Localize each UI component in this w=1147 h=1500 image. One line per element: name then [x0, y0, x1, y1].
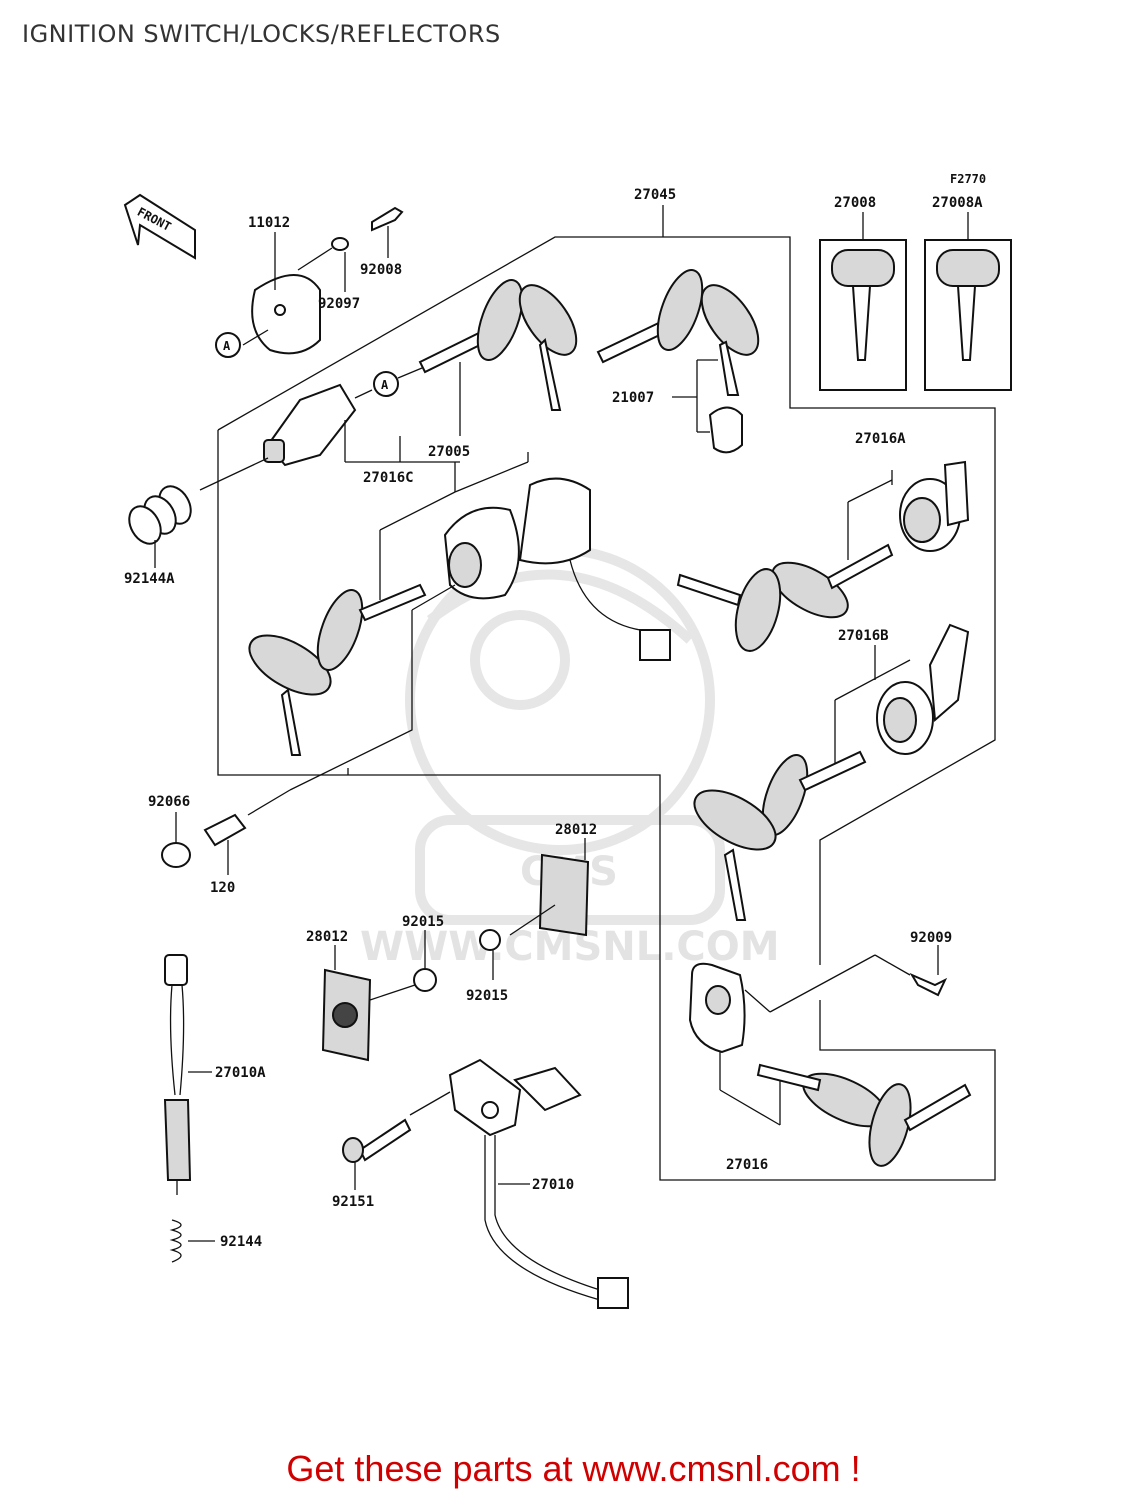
label-92015-lower: 92015: [466, 988, 508, 1004]
label-92144: 92144: [220, 1234, 262, 1250]
label-27005: 27005: [428, 444, 470, 460]
part-92144-spring: [169, 1219, 215, 1263]
part-92009-screw: [909, 945, 948, 997]
callout-a-right: A: [381, 378, 389, 392]
label-27010a: 27010A: [215, 1065, 266, 1081]
label-28012-left: 28012: [306, 929, 348, 945]
part-27016-lock: [688, 954, 972, 1167]
label-11012: 11012: [248, 215, 290, 231]
label-92015-upper: 92015: [402, 914, 444, 930]
label-92066: 92066: [148, 794, 190, 810]
part-27016c-lock-cylinder: A: [199, 367, 460, 491]
part-27016a-lock: [676, 460, 970, 652]
front-arrow-icon: FRONT: [123, 193, 196, 260]
part-27010a-switch: [163, 954, 212, 1195]
watermark-logo: CMS WWW.CMSNL.COM: [360, 545, 780, 970]
label-28012-right: 28012: [555, 822, 597, 838]
label-27010: 27010: [532, 1177, 574, 1193]
footer-cta-link[interactable]: Get these parts at www.cmsnl.com !: [286, 1448, 861, 1489]
exploded-parts-diagram: CMS WWW.CMSNL.COM FRONT F2770 A: [123, 172, 1012, 1309]
part-27008-key: [819, 212, 907, 391]
part-27010-bracket: [448, 1058, 629, 1309]
figure-code: F2770: [950, 172, 986, 186]
label-92009: 92009: [910, 930, 952, 946]
label-120: 120: [210, 880, 235, 896]
label-27016b: 27016B: [838, 628, 889, 644]
part-92008-bolt: [371, 206, 404, 258]
label-27008: 27008: [834, 195, 876, 211]
assembly-frame: [217, 205, 996, 1181]
part-27005-ignition-switch: [289, 452, 671, 791]
part-27045-key-set: [418, 269, 760, 436]
part-92151-bolt: [342, 1091, 451, 1190]
label-27016a: 27016A: [855, 431, 906, 447]
part-120-screw: [203, 789, 291, 875]
part-27008a-key: [924, 212, 1012, 391]
callout-a-left: A: [223, 339, 231, 353]
label-92151: 92151: [332, 1194, 374, 1210]
part-28012-reflector-left: [321, 930, 437, 1062]
part-92144a-spring: [128, 485, 192, 568]
part-27005-keys: [248, 583, 427, 756]
part-21007-cap: [672, 359, 743, 454]
label-92008: 92008: [360, 262, 402, 278]
label-27045: 27045: [634, 187, 676, 203]
label-27016c: 27016C: [363, 470, 414, 486]
part-11012-plate: A: [215, 232, 333, 358]
label-21007: 21007: [612, 390, 654, 406]
part-28012-reflector-right: [479, 838, 590, 980]
label-92144a: 92144A: [124, 571, 175, 587]
part-92097-washer: [331, 237, 349, 292]
label-27016: 27016: [726, 1157, 768, 1173]
part-labels: 11012 92008 92097 27045 27008 27008A 210…: [124, 187, 983, 1250]
page-title: IGNITION SWITCH/LOCKS/REFLECTORS: [22, 20, 501, 48]
part-92066-washer: [161, 812, 191, 868]
label-92097: 92097: [318, 296, 360, 312]
part-27016b-lock: [693, 623, 970, 921]
label-27008a: 27008A: [932, 195, 983, 211]
